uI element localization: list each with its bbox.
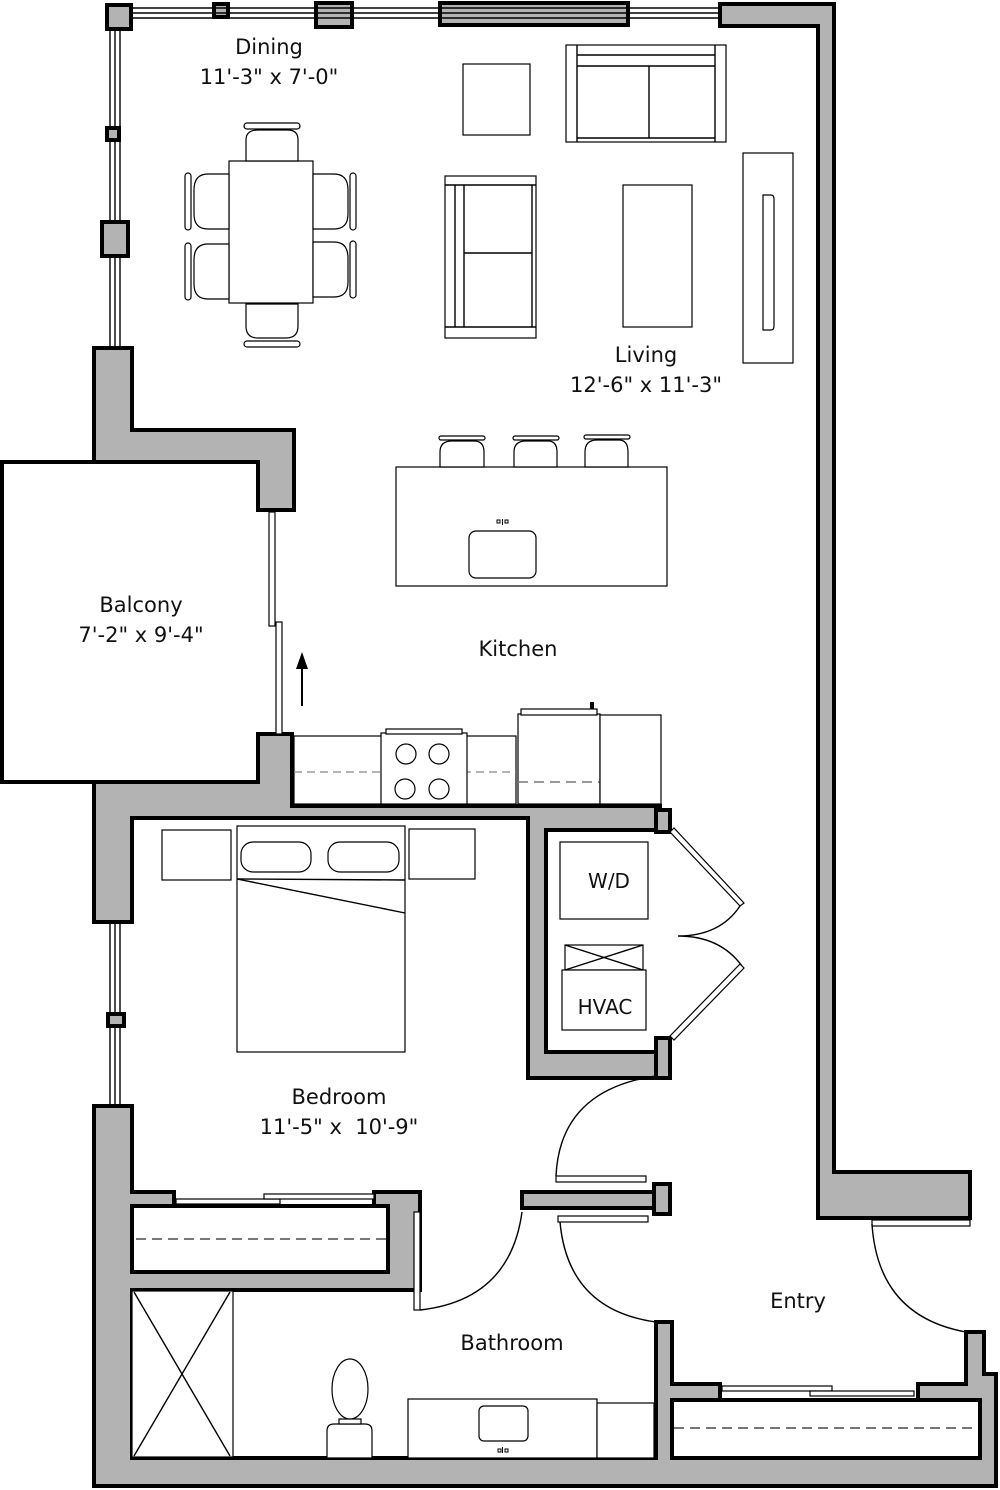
kitchen-counter (293, 735, 517, 805)
room-name: Bathroom (460, 1331, 564, 1355)
wall-left-balcony-upper (92, 346, 296, 512)
dining-table-set (184, 122, 357, 348)
sink (468, 530, 537, 579)
kitchen-island (395, 466, 668, 587)
nightstand-right (408, 828, 476, 880)
entry-closet-sliding-doors (721, 1385, 915, 1397)
entry-door (871, 1219, 971, 1333)
wall-corner-top-left (105, 3, 133, 31)
side-table (462, 63, 531, 136)
nightstand-left (161, 829, 232, 881)
bathroom-sink (478, 1405, 529, 1442)
room-label-living: Living 12'-6" x 11'-3" (570, 340, 722, 400)
room-label-kitchen: Kitchen (479, 634, 558, 664)
tv-console (742, 152, 794, 364)
pantry-cabinet (599, 714, 662, 805)
wall-pier-top (438, 1, 630, 27)
laundry-bifold-doors (669, 827, 745, 1041)
bedroom-door (555, 1075, 657, 1183)
room-label-bedroom: Bedroom 11'-5" x 10'-9" (260, 1082, 419, 1142)
arrow-up-icon (296, 652, 308, 706)
room-dimensions: 11'-3" x 7'-0" (199, 65, 339, 89)
hvac-label: HVAC (577, 995, 633, 1019)
pillow (240, 841, 312, 873)
balcony-sliding-door (268, 511, 283, 735)
washer-dryer (559, 841, 649, 920)
room-dimensions: 7'-2" x 9'-4" (78, 623, 204, 647)
bathroom-vanity (407, 1398, 655, 1459)
washer-dryer-label: W/D (588, 869, 630, 893)
range-stove (380, 728, 468, 805)
wall-stub (654, 808, 672, 834)
room-label-balcony: Balcony 7'-2" x 9'-4" (78, 590, 203, 650)
room-label-dining: Dining 11'-3" x 7'-0" (200, 32, 339, 92)
room-name: Living (614, 343, 678, 367)
room-dimensions: 11'-5" x 10'-9" (259, 1115, 419, 1139)
hvac-unit (561, 944, 647, 1031)
refrigerator (517, 702, 601, 805)
wall-bathroom-top (520, 1190, 660, 1210)
coffee-table (622, 184, 693, 328)
room-dimensions: 12'-6" x 11'-3" (570, 373, 722, 397)
window-mullion (106, 1012, 126, 1028)
room-name: Kitchen (478, 637, 558, 661)
shower (131, 1290, 234, 1458)
pillow (327, 841, 400, 873)
bed (236, 825, 406, 1053)
balcony-outline (0, 460, 94, 784)
wall-top-right (718, 2, 972, 1220)
window-left-upper (109, 29, 121, 348)
toilet (326, 1358, 373, 1459)
bathroom-hall-door (557, 1215, 657, 1323)
sofa (565, 44, 727, 143)
room-name: Balcony (99, 593, 183, 617)
room-name: Entry (770, 1289, 826, 1313)
wall-pier (314, 1, 354, 29)
room-name: Dining (235, 35, 303, 59)
room-label-entry: Entry (770, 1286, 826, 1316)
room-label-bathroom: Bathroom (460, 1328, 563, 1358)
closet-sliding-doors (175, 1193, 375, 1205)
bar-stools (438, 434, 631, 468)
window-mullion (212, 2, 230, 19)
window-mullion (105, 126, 121, 142)
dining-table (228, 160, 314, 304)
loveseat (444, 175, 537, 339)
window-top (131, 7, 720, 19)
wall-stub (652, 1182, 672, 1216)
wall-stub (654, 1036, 672, 1080)
bathroom-bedroom-door (413, 1211, 523, 1311)
room-name: Bedroom (291, 1085, 387, 1109)
wall-pier-left (100, 220, 130, 258)
